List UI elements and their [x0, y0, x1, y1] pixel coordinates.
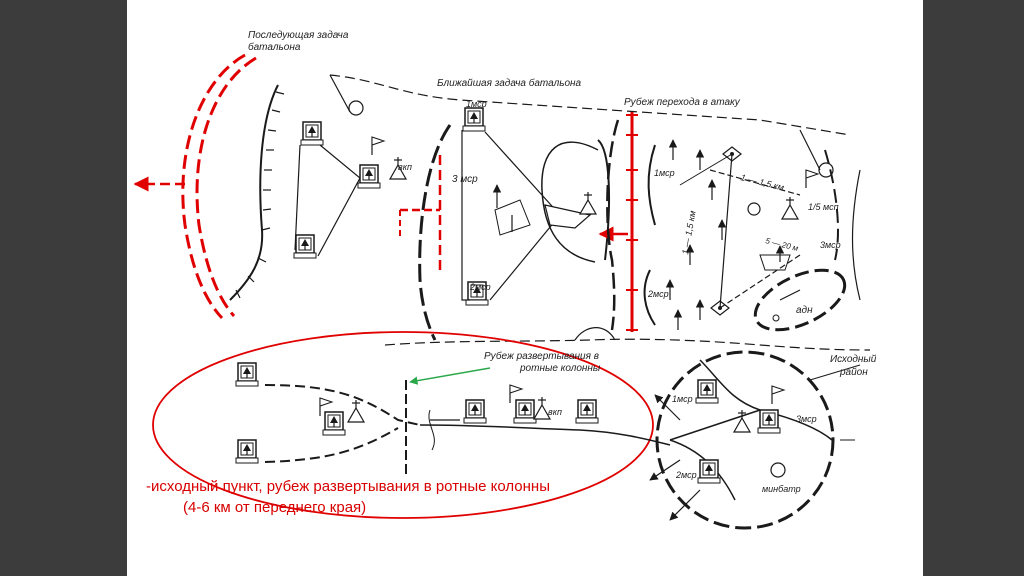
diagram-sheet: [127, 0, 923, 576]
minbatr-label: минбатр: [762, 484, 801, 494]
vkp-label-a: вкп: [398, 162, 412, 172]
unit-3msr-right-label: 3мср: [820, 240, 841, 250]
deployment-pointer-arrow: [409, 367, 491, 385]
initial-area-label-2: район: [839, 367, 868, 378]
trench-left: [229, 84, 279, 301]
range-label-2: 1 — 1,5 км: [680, 210, 698, 255]
deployment-line-label-1: Рубеж развертывания в: [484, 350, 599, 362]
range-label-1: 1 — 1,5 км: [740, 172, 786, 192]
command-post-icon: [300, 121, 324, 146]
caption-line-1: -исходный пункт, рубеж развертывания в р…: [146, 478, 550, 495]
unit-adn-label: адн: [796, 305, 813, 316]
unit-3msr-c-label: 3мср: [796, 414, 817, 424]
deployment-line-label-2: ротные колонны: [519, 363, 601, 374]
right-margin: [923, 0, 1024, 576]
vkp-label-b: вкп: [548, 407, 562, 417]
nearest-task-label: Ближайшая задача батальона: [437, 77, 582, 89]
subsequent-task-arc-red: [181, 53, 246, 320]
highlight-ellipse: [152, 331, 654, 519]
low-2msr-label: 2мср: [469, 282, 491, 292]
left-margin: [0, 0, 127, 576]
unit-1msr-label: 1мср: [654, 168, 675, 178]
unit-1msr-b-label: 1мср: [672, 394, 693, 404]
attack-line-label: Рубеж перехода в атаку: [624, 96, 741, 108]
subsequent-task-label-1: Последующая задача: [248, 30, 349, 41]
unit-2msr-label: 2мср: [647, 289, 669, 299]
artillery-position: [753, 268, 847, 332]
top-1msr-label: 1мср: [466, 99, 487, 109]
subsequent-task-label-2: батальона: [248, 41, 301, 53]
initial-area-circle: [655, 350, 835, 530]
unit-15msp-label: 1/5 мсп: [808, 202, 839, 212]
unit-2msr-b-label: 2мср: [675, 470, 697, 480]
nearest-task-line: [329, 74, 851, 136]
range-label-3: 5 — 20 м: [765, 236, 800, 253]
unit-3msr-label: 3 мср: [452, 174, 478, 185]
caption-line-2: (4-6 км от переднего края): [183, 499, 366, 516]
observation-post-icon: [348, 100, 364, 116]
scheme-separator: [384, 338, 871, 351]
initial-area-label-1: Исходный: [830, 354, 877, 365]
